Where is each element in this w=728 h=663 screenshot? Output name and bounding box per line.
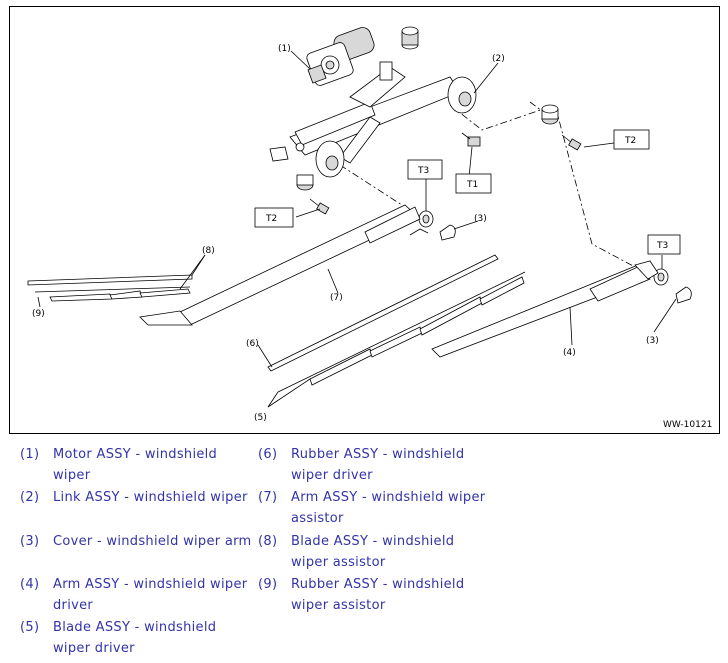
- link-assy: [269, 61, 477, 178]
- callout-3-right: (3): [646, 336, 659, 346]
- torque-box-t3-right: T3: [647, 234, 681, 255]
- legend-text: Blade ASSY - windshield wiper assistor: [291, 534, 455, 570]
- legend-num: (5): [20, 620, 40, 635]
- legend-num: (3): [20, 534, 40, 549]
- legend-text: Arm ASSY - windshield wiper assistor: [291, 490, 486, 526]
- torque-box-t3-left: T3: [407, 159, 443, 180]
- svg-text:T2: T2: [265, 214, 277, 224]
- legend-text: Motor ASSY - windshield wiper: [53, 447, 218, 483]
- legend-num: (6): [258, 447, 278, 462]
- legend-text: Link ASSY - windshield wiper: [53, 490, 248, 505]
- leader-lines: [37, 50, 677, 408]
- cover-left: [439, 224, 456, 241]
- svg-text:T2: T2: [624, 136, 636, 146]
- callout-4: (4): [563, 348, 576, 358]
- legend-item-6: (6) Rubber ASSY - windshield wiper drive…: [258, 444, 493, 486]
- legend-num: (4): [20, 577, 40, 592]
- legend-item-4: (4) Arm ASSY - windshield wiper driver: [20, 574, 255, 616]
- legend-text: Blade ASSY - windshield wiper driver: [53, 620, 217, 656]
- callout-5: (5): [254, 413, 267, 423]
- arm-assy-driver: [431, 260, 659, 358]
- legend-text: Cover - windshield wiper arm: [53, 534, 252, 549]
- arm-assy-assistor: [139, 204, 429, 326]
- legend-text: Arm ASSY - windshield wiper driver: [53, 577, 248, 613]
- legend-num: (2): [20, 490, 40, 505]
- legend-item-9: (9) Rubber ASSY - windshield wiper assis…: [258, 574, 493, 616]
- legend-item-8: (8) Blade ASSY - windshield wiper assist…: [258, 531, 493, 573]
- legend-item-7: (7) Arm ASSY - windshield wiper assistor: [258, 487, 493, 529]
- pivot-hardware-right: [541, 104, 582, 151]
- rubber-assy-driver: [267, 254, 499, 372]
- alignment-line-left: [339, 164, 406, 208]
- callout-3-left: (3): [474, 214, 487, 224]
- svg-text:T3: T3: [417, 166, 429, 176]
- diagram-canvas: (1) (2) (3) (3) (4) (5) (6) (7) (8) (9) …: [27, 26, 712, 430]
- callout-8: (8): [202, 246, 215, 256]
- legend-item-5: (5) Blade ASSY - windshield wiper driver: [20, 617, 255, 659]
- torque-box-t2-left: T2: [254, 207, 294, 228]
- legend-num: (1): [20, 447, 40, 462]
- cover-right: [675, 286, 692, 304]
- figure-id: WW-10121: [663, 420, 712, 430]
- legend-num: (7): [258, 490, 278, 505]
- svg-text:T1: T1: [466, 180, 478, 190]
- pivot-hardware-left: [296, 174, 330, 215]
- callout-2: (2): [492, 54, 505, 64]
- callout-1: (1): [278, 44, 291, 54]
- torque-box-t1: T1: [455, 173, 492, 194]
- torque-box-t2-right: T2: [613, 129, 650, 150]
- legend-text: Rubber ASSY - windshield wiper driver: [291, 447, 465, 483]
- nut-t3-left: [418, 210, 434, 228]
- legend-item-3: (3) Cover - windshield wiper arm: [20, 531, 255, 552]
- legend-item-2: (2) Link ASSY - windshield wiper: [20, 487, 255, 508]
- callout-7: (7): [330, 293, 343, 303]
- callout-6: (6): [246, 339, 259, 349]
- callout-9: (9): [32, 309, 45, 319]
- legend-item-1: (1) Motor ASSY - windshield wiper: [20, 444, 255, 486]
- motor-assy: [306, 27, 375, 86]
- legend-num: (8): [258, 534, 278, 549]
- legend-text: Rubber ASSY - windshield wiper assistor: [291, 577, 465, 613]
- bolt-t1: [461, 132, 481, 147]
- blade-assy-driver: [277, 271, 526, 393]
- blade-assy-assistor: [27, 274, 193, 302]
- legend-num: (9): [258, 577, 278, 592]
- grommet: [401, 26, 419, 50]
- svg-text:T3: T3: [656, 241, 668, 251]
- exploded-diagram: (1) (2) (3) (3) (4) (5) (6) (7) (8) (9) …: [9, 6, 720, 434]
